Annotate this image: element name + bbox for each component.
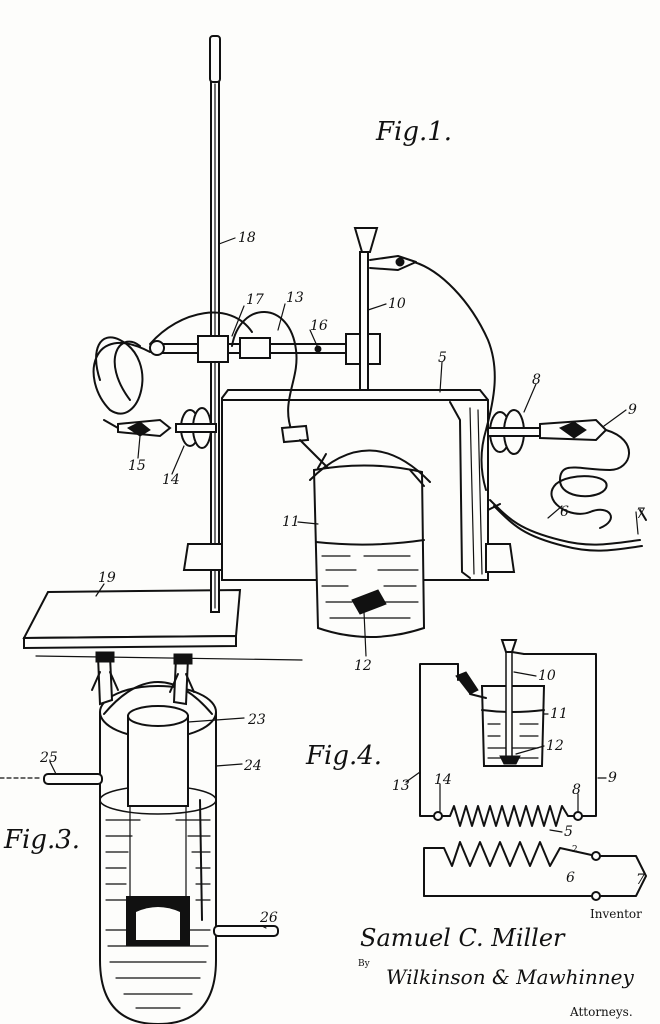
inventor-name: Samuel C. Miller (360, 924, 566, 952)
label-6: 6 (560, 504, 569, 520)
fig4-label-7: 7 (636, 872, 645, 888)
label-7: 7 (636, 506, 645, 522)
signature-block: Inventor Samuel C. Miller By Wilkinson &… (358, 907, 642, 1019)
label-15: 15 (128, 458, 146, 474)
clip-9 (539, 418, 608, 442)
label-5: 5 (438, 350, 447, 366)
fig4-label-8: 8 (572, 782, 581, 798)
fig4-label-10: 10 (538, 668, 556, 684)
label-23: 23 (247, 712, 266, 728)
coiled-cable-left (92, 336, 151, 429)
fig3-clip-right (169, 653, 195, 706)
stand-base (22, 588, 303, 661)
fig4-label-5: 5 (564, 824, 573, 840)
stand-rod (209, 35, 221, 613)
wire-13 (231, 311, 329, 469)
fig4-label-14: 14 (434, 772, 452, 788)
beaker (309, 449, 431, 638)
label-16: 16 (310, 318, 328, 334)
label-9: 9 (628, 402, 637, 418)
attorneys-name: Wilkinson & Mawhinney (386, 965, 634, 989)
label-10: 10 (388, 296, 406, 312)
fig4-label-12: 12 (546, 738, 564, 754)
leader-lines (95, 237, 639, 657)
insulator-14 (175, 407, 217, 449)
fig3-clip-left (91, 651, 119, 706)
label-13: 13 (286, 290, 304, 306)
fig3-caption: Fig.3. (3, 825, 80, 855)
fig3-leaders (49, 717, 267, 929)
figure-1: Fig.1. (22, 35, 647, 674)
label-8: 8 (532, 372, 541, 388)
label-18: 18 (238, 230, 256, 246)
label-25: 25 (39, 750, 58, 766)
fig4-leaders (405, 671, 607, 833)
label-11: 11 (282, 514, 300, 530)
wire-17 (149, 311, 253, 345)
fig1-caption: Fig.1. (375, 117, 452, 147)
fig4-label-11: 11 (550, 706, 568, 722)
label-17: 17 (246, 292, 264, 308)
power-cord (487, 499, 647, 552)
by-caption: By (358, 959, 371, 969)
fig4-label-13: 13 (392, 778, 410, 794)
clamp-arm (149, 333, 381, 365)
fig4-label-9: 9 (608, 770, 617, 786)
label-24: 24 (243, 758, 262, 774)
clip-15 (117, 418, 172, 438)
inventor-caption: Inventor (590, 907, 642, 921)
label-14: 14 (162, 472, 180, 488)
attorneys-caption: Attorneys. (569, 1005, 633, 1019)
wire-10-right (413, 261, 496, 491)
coiled-cable-right (550, 429, 630, 529)
label-12: 12 (354, 658, 372, 674)
fig4-caption: Fig.4. (305, 741, 382, 771)
fig4-label-6: 6 (566, 870, 575, 886)
label-26: 26 (259, 910, 278, 926)
fig4-label-2: 2 (572, 845, 578, 855)
figure-4: Fig.4. (305, 639, 647, 901)
insulator-8 (487, 409, 543, 455)
figure-3: Fig.3. (0, 651, 279, 1024)
label-19: 19 (98, 570, 116, 586)
